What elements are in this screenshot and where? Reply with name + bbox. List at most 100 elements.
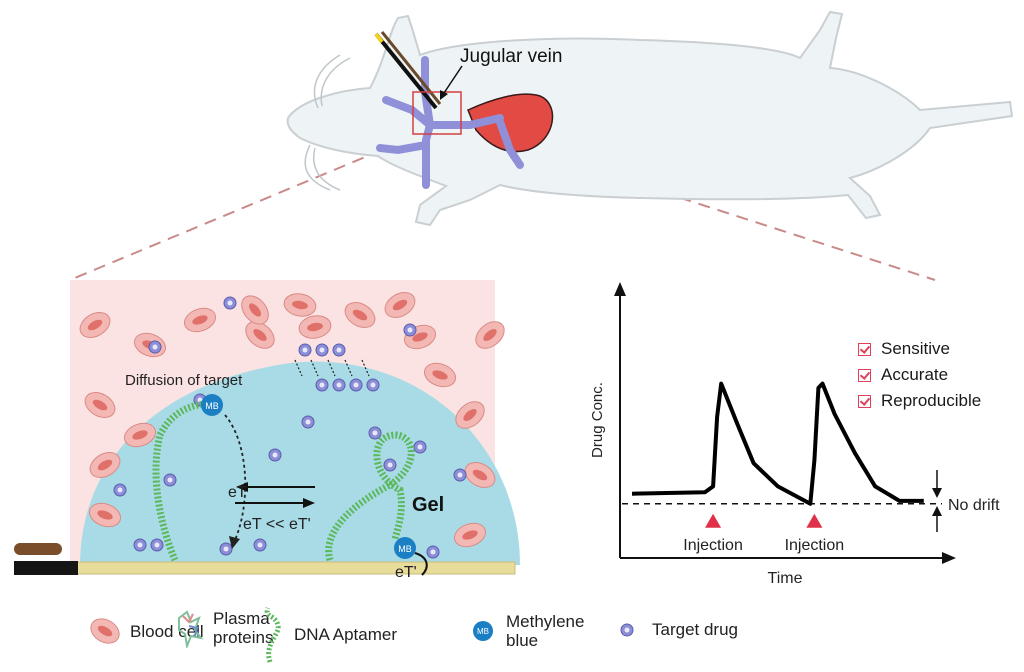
zoom-line-left	[69, 149, 383, 281]
rat-body	[286, 10, 1014, 227]
methylene-blue-unbound: MB	[201, 394, 223, 416]
target-drug	[315, 378, 329, 392]
jugular-arrow-head	[440, 90, 448, 100]
diffusion-label: Diffusion of target	[125, 372, 243, 389]
check-label: Reproducible	[881, 391, 982, 410]
methylene-blue-bound: MB	[394, 537, 416, 559]
checkbox-icon	[858, 394, 871, 408]
legend-label: DNA Aptamer	[294, 624, 397, 644]
target-drug	[163, 473, 177, 487]
target-drug	[268, 448, 282, 462]
et-arrow-head	[229, 536, 240, 549]
no-drift-marker	[932, 470, 942, 532]
blood-cell	[475, 321, 505, 349]
blood-cell	[89, 502, 121, 528]
check-reproducible: Reproducible	[858, 388, 981, 414]
electrode-brown-wire	[14, 543, 62, 555]
blood-cell	[283, 293, 317, 317]
target-drug	[368, 426, 382, 440]
benefits-checklist: Sensitive Accurate Reproducible	[858, 336, 981, 414]
blood-cell	[89, 452, 121, 478]
blood-cell	[184, 307, 216, 333]
injection-label: Injection	[683, 537, 743, 554]
blood-cell	[84, 392, 116, 418]
y-axis-arrow	[614, 282, 626, 296]
checkbox-icon	[858, 342, 871, 356]
target-drug	[253, 538, 267, 552]
blood-cell	[124, 422, 156, 448]
y-axis-label: Drug Conc.	[590, 382, 606, 458]
target-drug	[219, 542, 233, 556]
heart	[467, 93, 554, 153]
et-label: eT	[228, 484, 247, 501]
sensor-schematic: MB MB Diffusion of target eT eT << eT' e…	[14, 280, 520, 581]
whiskers	[304, 54, 351, 191]
blood-cell	[464, 462, 496, 488]
zoom-region-box	[412, 91, 462, 135]
legend-target-drug: Target drug	[620, 620, 738, 639]
injection-label: Injection	[785, 537, 845, 554]
dna-aptamer-icon	[264, 607, 281, 663]
target-drug	[315, 343, 329, 357]
concentration-curve	[631, 381, 924, 506]
target-drug	[332, 343, 346, 357]
target-drug	[413, 440, 427, 454]
target-drug	[298, 343, 312, 357]
target-drug	[301, 415, 315, 429]
electrode-black-wire	[14, 561, 78, 575]
et-prime-arrow	[414, 552, 428, 576]
et-compare-label: eT << eT'	[243, 516, 311, 533]
injection-marker	[806, 513, 823, 528]
blood-cell	[241, 295, 269, 325]
check-accurate: Accurate	[858, 362, 981, 388]
svg-text:MB: MB	[205, 401, 219, 411]
electrode-gold-surface	[74, 561, 516, 575]
et-prime-label: eT'	[395, 564, 417, 581]
methylene-blue-icon: MB	[473, 621, 493, 641]
target-drug	[133, 538, 147, 552]
target-drug	[349, 378, 363, 392]
checkbox-icon	[858, 368, 871, 382]
blood-cell	[245, 321, 275, 349]
rat-illustration: Jugular vein	[69, 10, 1014, 281]
x-axis-arrow	[942, 552, 956, 564]
target-drug	[150, 538, 164, 552]
no-drift-label: No drift	[948, 497, 1000, 514]
equilibrium-arrow-left-head	[236, 482, 248, 492]
blood-cell	[344, 302, 376, 328]
check-sensitive: Sensitive	[858, 336, 981, 362]
jugular-arrow	[441, 65, 463, 97]
gel-label: Gel	[412, 494, 444, 516]
blood-cell	[455, 401, 485, 429]
injection-marker	[705, 513, 722, 528]
check-label: Accurate	[881, 365, 949, 384]
svg-text:MB: MB	[398, 544, 412, 554]
blood-cell	[79, 312, 111, 338]
check-label: Sensitive	[881, 339, 950, 358]
dna-aptamer-unfolded	[152, 399, 211, 562]
blood-cell	[424, 362, 456, 388]
target-drug	[148, 340, 162, 354]
target-drug	[383, 458, 397, 472]
legend-label: Plasma proteins	[213, 609, 274, 647]
blood-cell	[298, 315, 332, 339]
diffusion-arrows	[294, 359, 370, 377]
target-drug	[113, 483, 127, 497]
legend-dna-aptamer: DNA Aptamer	[262, 604, 397, 664]
blood-cell	[454, 522, 486, 548]
legend-label: Methylene blue	[506, 612, 585, 650]
blood-cell	[384, 292, 416, 318]
target-drug-icon	[620, 623, 634, 636]
gel-dome	[80, 361, 520, 565]
blood-cell-icon	[90, 618, 120, 644]
legend-methylene-blue: MB Methylene blue	[472, 612, 584, 650]
svg-text:MB: MB	[477, 627, 489, 636]
legend-plasma-proteins: Plasma proteins	[175, 608, 273, 648]
plasma-protein-icon	[178, 610, 204, 648]
target-drug	[403, 323, 417, 337]
target-drug	[223, 296, 237, 310]
legend-label: Target drug	[652, 620, 738, 639]
et-electron-path	[224, 414, 247, 541]
target-drug	[453, 468, 467, 482]
